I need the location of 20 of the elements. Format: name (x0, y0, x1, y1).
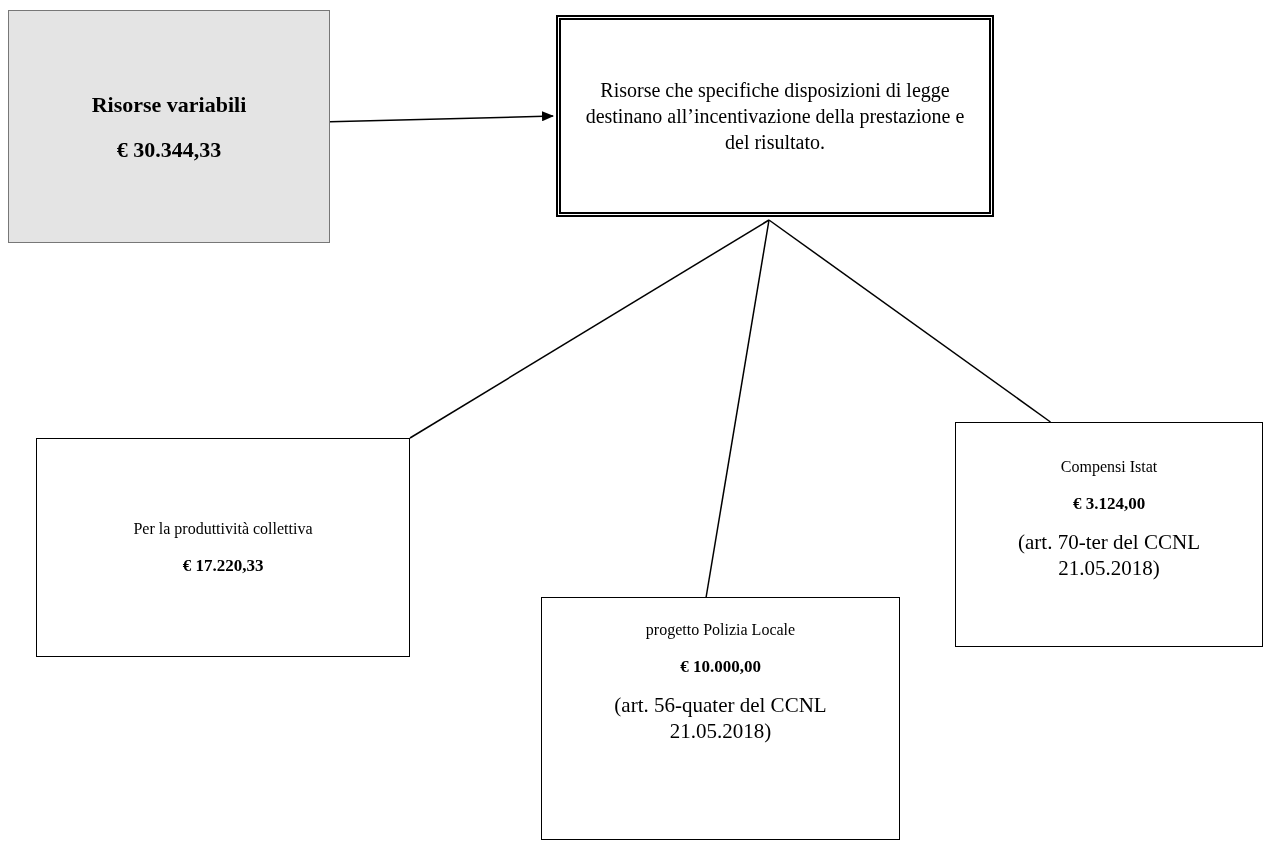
description-box (556, 15, 994, 217)
resource-box (8, 10, 330, 243)
amount-text: € 30.344,33 (116, 135, 222, 164)
note-text: (art. 56-quater del CCNL 21.05.2018) (613, 691, 828, 744)
box-heading: progetto Polizia Locale (645, 620, 796, 641)
category-box (541, 597, 900, 840)
category-box (955, 422, 1263, 647)
connector-line (705, 219, 770, 598)
connector-line (768, 219, 1052, 423)
box-heading: Risorse che specifiche disposizioni di legge destinano all’incentivazione della prestazione e del risultato. (584, 78, 966, 155)
amount-text: € 10.000,00 (680, 656, 761, 678)
box-heading: Risorse variabili (91, 90, 247, 119)
arrow (329, 111, 554, 123)
amount-text: € 3.124,00 (1072, 493, 1146, 515)
note-text: (art. 70-ter del CCNL 21.05.2018) (1017, 528, 1201, 581)
category-box (36, 438, 410, 657)
connector-line (409, 219, 770, 439)
box-heading: Compensi Istat (1060, 457, 1158, 478)
amount-text: € 17.220,33 (182, 554, 264, 577)
box-heading: Per la produttività collettiva (133, 518, 313, 540)
